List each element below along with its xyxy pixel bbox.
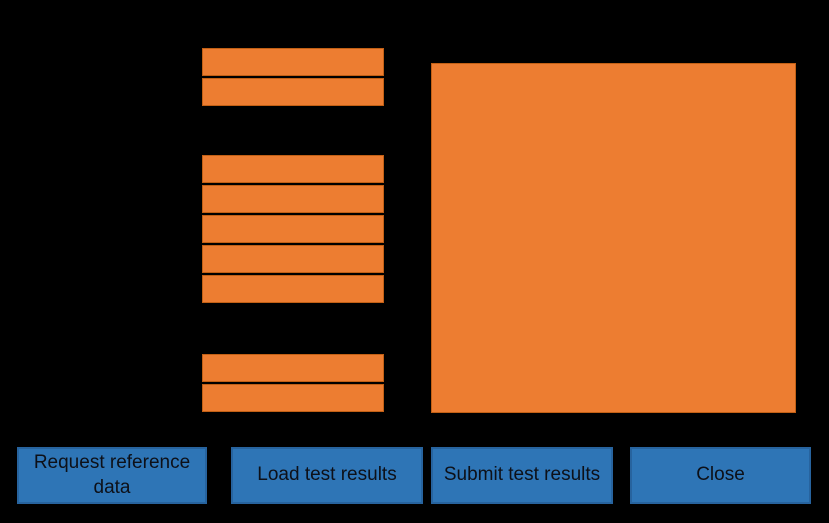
field-row[interactable] [202,78,384,106]
load-test-results-button[interactable]: Load test results [231,447,423,504]
submit-test-results-button[interactable]: Submit test results [431,447,613,504]
field-row[interactable] [202,245,384,273]
field-row[interactable] [202,215,384,243]
field-row[interactable] [202,275,384,303]
field-group-bottom [202,354,384,412]
field-row[interactable] [202,354,384,382]
close-button[interactable]: Close [630,447,811,504]
field-row[interactable] [202,155,384,183]
request-reference-data-button[interactable]: Request reference data [17,447,207,504]
field-row[interactable] [202,185,384,213]
field-row[interactable] [202,384,384,412]
field-group-middle [202,155,384,303]
field-row[interactable] [202,48,384,76]
results-panel [431,63,796,413]
field-group-top [202,48,384,106]
